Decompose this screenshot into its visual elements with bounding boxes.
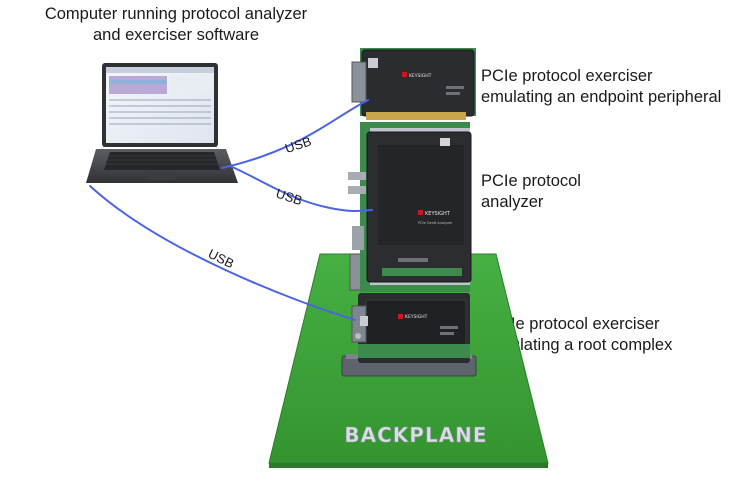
- exerciser-endpoint-card: KEYSIGHT: [351, 48, 476, 120]
- backplane-edge: [269, 463, 548, 468]
- exerciser-endpoint-label: PCIe protocol exerciser emulating an end…: [481, 66, 721, 107]
- exerciser-root-label-line-2: emulating a root complex: [488, 335, 673, 354]
- analyzer-card: KEYSIGHT PCIe Gen6 Analyzer: [348, 122, 472, 292]
- root-card-brand: KEYSIGHT: [405, 314, 428, 320]
- usb-label-middle: USB: [274, 186, 304, 209]
- laptop-touchpad: [147, 172, 175, 180]
- analyzer-card-model: PCIe Gen6 Analyzer: [418, 221, 453, 225]
- laptop-keyboard: [104, 152, 220, 170]
- usb-cable-bottom: [89, 185, 356, 321]
- exerciser-endpoint-label-line-1: PCIe protocol exerciser: [481, 67, 653, 85]
- endpoint-card-brand: KEYSIGHT: [409, 73, 432, 79]
- analyzer-label-line-1: PCIe protocol: [481, 172, 581, 190]
- exerciser-root-label: PCIe protocol exerciser emulating a root…: [488, 314, 672, 355]
- analyzer-label: PCIe protocol analyzer: [481, 171, 581, 212]
- usb-cable-top: [221, 99, 369, 169]
- analyzer-card-brand: KEYSIGHT: [425, 211, 451, 217]
- usb-label-top: USB: [283, 134, 313, 157]
- backplane-label: BACKPLANE: [344, 423, 487, 447]
- exerciser-root-card: KEYSIGHT: [351, 293, 470, 363]
- laptop: [86, 63, 238, 183]
- computer-label-line-1: Computer running protocol analyzer: [44, 5, 308, 23]
- exerciser-root-label-line-1: PCIe protocol exerciser: [488, 315, 660, 333]
- computer-label: Computer running protocol analyzer and e…: [18, 4, 334, 45]
- usb-cables: [89, 99, 373, 321]
- exerciser-endpoint-label-line-2: emulating an endpoint peripheral: [481, 87, 722, 106]
- computer-label-line-2: and exerciser software: [93, 25, 259, 44]
- usb-cable-middle: [229, 165, 373, 213]
- analyzer-label-line-2: analyzer: [481, 192, 544, 211]
